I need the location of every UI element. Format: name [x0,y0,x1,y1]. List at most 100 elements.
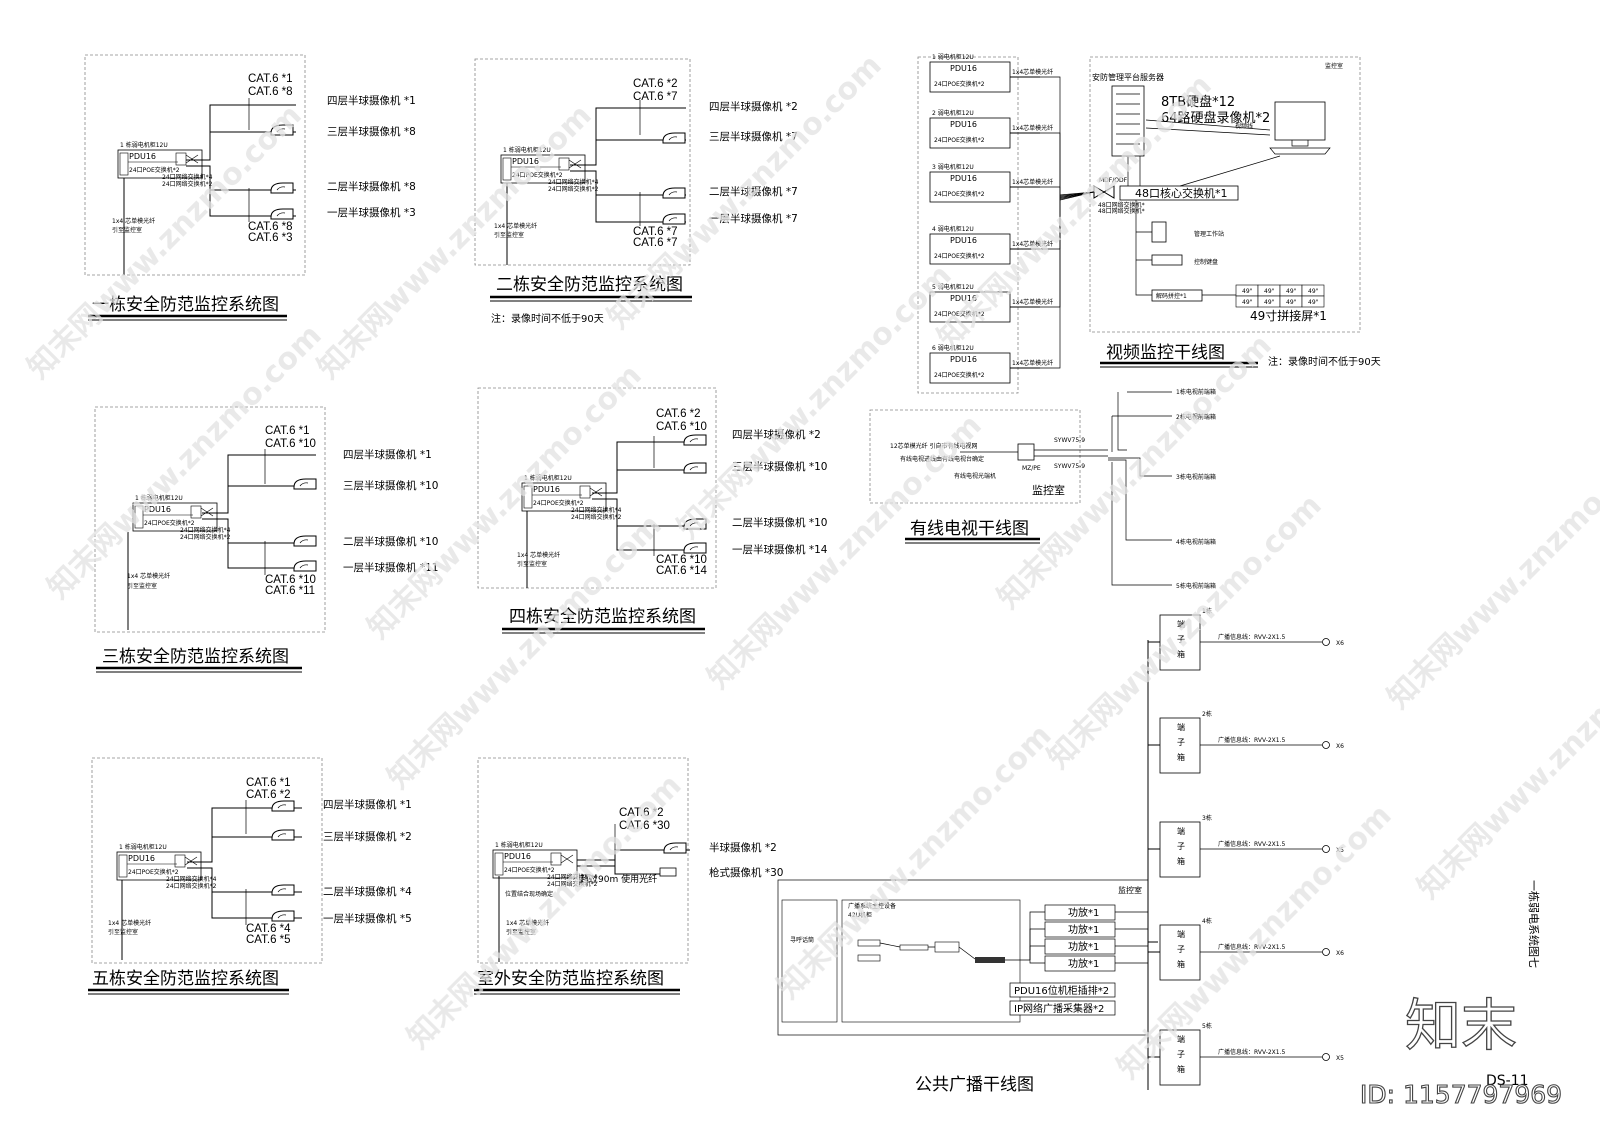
video-decoder: 解码拼控*1 [1156,292,1187,300]
video-rack-label: 3 弱电机柜12U [932,163,974,171]
b6-fiber-b: 引至监控室 [506,928,536,936]
b6-title: 室外安全防范监控系统图 [477,969,664,989]
b3-cat-bot-b: CAT.6 *11 [265,585,315,597]
video-rack-box [929,61,1011,93]
video-rack-box [929,352,1011,384]
watermark-text: 知末网www.znzmo.com [771,718,1059,1006]
watermark-id: ID: 1157797969 [1360,1080,1562,1109]
video-rack-poe: 24口POE交换机*2 [934,252,985,260]
video-title: 视频监控干线图 [1106,343,1225,363]
bc-line-label: 广播信息线：RVV-2X1.5 [1218,1048,1286,1056]
bc-term-char: 子 [1177,842,1185,851]
bc-building-label: 3栋 [1202,814,1212,822]
video-core-sub1: 48口网络交换机* [1098,201,1145,209]
video-ws: 管理工作站 [1194,230,1224,238]
video-nvr2: 64路硬盘录像机*2 [1161,110,1270,126]
sw-label-1b: 24口网络交换机*2 [162,180,213,188]
bc-count: X5 [1336,1055,1344,1062]
video-fiber-label: 1x4芯单模光纤 [1012,68,1053,76]
bc-building-label: 1栋 [1202,607,1212,615]
b4-fiber-b: 引至监控室 [517,560,547,568]
sheet-info: 一栋弱电系统图七 DS-11 [1486,880,1541,1089]
video-rack-poe: 24口POE交换机*2 [934,136,985,144]
b6-cat-top-a: CAT.6 *2 [619,807,664,819]
video-rack-pdu: PDU16 [950,294,977,303]
b4-cat-bot-a: CAT.6 *10 [656,554,707,566]
b4-title: 四栋安全防范监控系统图 [509,607,696,627]
b2-cam-1: 四层半球摄像机 *2 [709,100,798,113]
video-rack-label: 4 弱电机柜12U [932,225,974,233]
catv-title: 有线电视干线图 [910,519,1029,539]
bc-term-box [1159,924,1201,981]
video-fiber-label: 1x4芯单模光纤 [1012,124,1053,132]
watermark-text: 知末网www.znzmo.com [401,768,689,1056]
block-outdoor: 1 栋弱电机柜12U PDU16 24口POE交换机*2 24口网络交换机*4 … [474,757,783,995]
video-rack-poe: 24口POE交换机*2 [934,190,985,198]
speaker-icon [1322,1053,1330,1061]
video-rack-pdu: PDU16 [950,120,977,129]
poe-label-2: 24口POE交换机*2 [512,171,563,179]
video-trunk-line [1040,186,1095,199]
poe-label-3: 24口POE交换机*2 [144,519,195,527]
video-wall-tile-label: 49" [1242,288,1253,295]
catv-in2: 有线电视进线由有线电视台确定 [900,455,984,463]
b1-cam-3: 二层半球摄像机 *8 [327,180,416,193]
sw-label-4a: 24口网络交换机*4 [571,506,622,514]
bc-amp-box [1044,921,1116,938]
bc-term-char: 箱 [1177,856,1185,866]
video-fiber-label: 1x4芯单模光纤 [1012,359,1053,367]
catv-mz: MZ/PE [1022,465,1041,472]
video-mdf: MDF/ODF [1099,177,1128,184]
video-room: 监控室 [1325,62,1343,70]
b1-cat-bot-b: CAT.6 *3 [248,232,293,244]
video-rack-label: 1 弱电机柜12U [932,53,974,61]
catv-cable-a: SYWV75-9 [1054,437,1085,444]
video-nvr1: 8TB硬盘*12 [1161,94,1235,110]
video-fiber-label: 1x4芯单模光纤 [1012,178,1053,186]
video-kbd: 控制键盘 [1194,258,1218,266]
bc-riser [1147,640,1158,1090]
b6-note: 位置结合现场确定 [505,890,553,898]
block-building-5: 1 栋弱电机柜12U PDU16 24口POE交换机*2 24口网络交换机*4 … [88,757,412,995]
bc-term-box [1159,614,1201,671]
b5-cam-3: 二层半球摄像机 *4 [323,885,412,898]
bc-term-char: 子 [1177,945,1185,954]
b5-cat-bot-a: CAT.6 *4 [246,923,291,935]
b4-cam-1: 四层半球摄像机 *2 [732,428,821,441]
bc-term-char: 端 [1177,1034,1185,1044]
bc-amp-line [1029,945,1045,960]
sw-label-4b: 24口网络交换机*2 [571,513,622,521]
b2-fiber-a: 1x4 芯单模光纤 [494,222,537,230]
pdu-label-3: PDU16 [144,505,171,514]
block-building-4: 1 栋弱电机柜12U PDU16 24口POE交换机*2 24口网络交换机*4 … [477,387,828,634]
speaker-icon [1322,845,1330,853]
video-wall-tile-label: 49" [1264,288,1275,295]
video-fiber-label: 1x4芯单模光纤 [1012,240,1053,248]
b6-cam-1: 半球摄像机 *2 [709,841,777,854]
watermark-text: 知末网www.znzmo.com [311,98,599,386]
watermark-text: 知末网www.znzmo.com [931,68,1219,356]
sw-label-2b: 24口网络交换机*2 [548,185,599,193]
poe-label-5: 24口POE交换机*2 [128,868,179,876]
bc-term-char: 箱 [1177,649,1185,659]
b4-cam-3: 二层半球摄像机 *10 [732,516,827,529]
video-wall-tile-label: 49" [1308,299,1319,306]
b5-fiber-a: 1x4 芯单模光纤 [108,919,151,927]
bc-term-char: 箱 [1177,959,1185,969]
b1-fiber-b: 引至监控室 [112,226,142,234]
bc-term-box [1159,821,1201,878]
video-rack-box [929,233,1011,265]
bc-term-char: 端 [1177,826,1185,836]
b1-cat-bot-a: CAT.6 *8 [248,221,293,233]
broadcast-trunk-diagram: 监控室 寻呼话筒 广播系统主控设备 42U机柜 功放*1功放*1功放*1功放*1… [777,607,1344,1095]
bc-ip-label: IP网络广播采集器*2 [1014,1002,1104,1015]
sw-label-1a: 24口网络交换机*4 [162,173,213,181]
video-fiber-label: 1x4芯单模光纤 [1012,298,1053,306]
